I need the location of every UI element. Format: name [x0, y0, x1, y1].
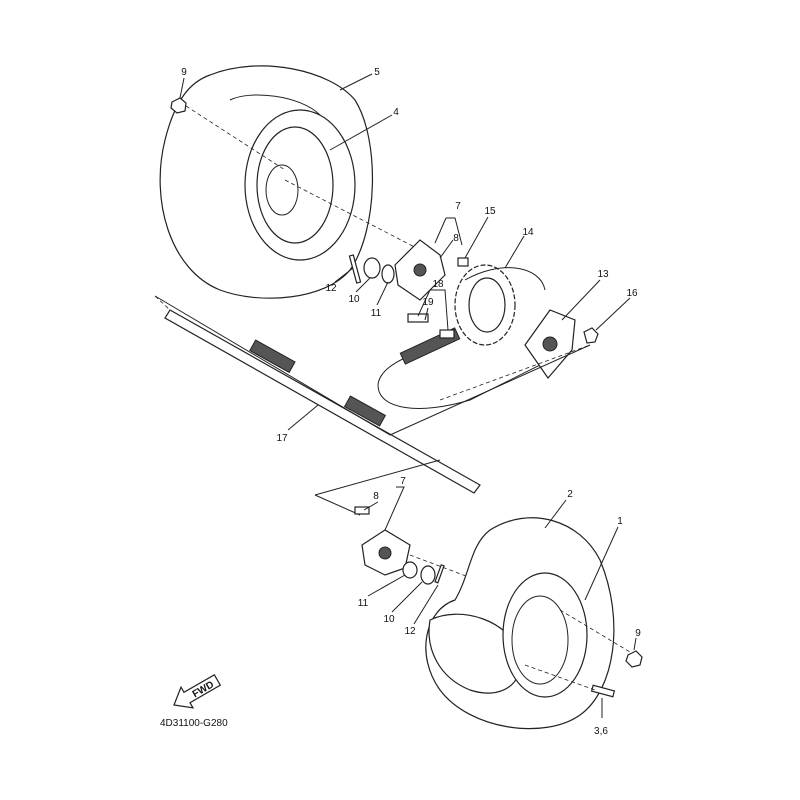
- callout-11: 11: [371, 308, 382, 319]
- callout-18: 18: [432, 279, 444, 290]
- chain-joint: [407, 313, 455, 339]
- wheel-stud: [590, 684, 616, 698]
- nut-16: [583, 327, 599, 344]
- cotter-pin-upper: [348, 254, 362, 284]
- rear-tire-lower: [425, 517, 615, 730]
- callout-15: 15: [484, 206, 496, 217]
- callout-13: 13: [597, 269, 609, 280]
- callout-19: 19: [422, 297, 434, 308]
- fwd-label: FWD: [191, 679, 216, 700]
- rear-axle: [164, 309, 481, 494]
- sprocket-hub: [524, 309, 576, 379]
- sprocket: [454, 264, 516, 346]
- rear-tire-upper: [159, 65, 373, 299]
- hub-upper: [394, 239, 446, 301]
- castle-nut-lower: [420, 565, 436, 585]
- callout-5: 5: [374, 67, 380, 78]
- callout-10-lower: 10: [383, 614, 395, 625]
- callout-17: 17: [276, 433, 288, 444]
- callout-8: 8: [453, 233, 459, 244]
- callout-11-lower: 11: [358, 598, 369, 609]
- callout-12: 12: [325, 283, 337, 294]
- cotter-pin-lower: [434, 564, 445, 584]
- callout-3-6: 3,6: [594, 726, 608, 737]
- diagram-code: 4D31100-G280: [160, 718, 228, 729]
- callouts: 9 5 4 7 8 15 14 13 16 12 10 11 18 19 17 …: [181, 67, 641, 737]
- wheel-nut-lower: [625, 650, 643, 668]
- callout-7-lower: 7: [400, 476, 406, 487]
- fwd-arrow-icon: FWD: [173, 673, 222, 709]
- callout-8-lower: 8: [373, 491, 379, 502]
- callout-16: 16: [626, 288, 638, 299]
- bolt-8-lower: [354, 506, 370, 515]
- washer-lower: [402, 561, 418, 579]
- bolt-15: [457, 257, 469, 267]
- callout-4: 4: [393, 107, 399, 118]
- callout-1: 1: [617, 516, 623, 527]
- castle-nut-upper: [363, 257, 381, 279]
- callout-14: 14: [522, 227, 534, 238]
- callout-10: 10: [348, 294, 360, 305]
- leader-lines: [179, 73, 637, 718]
- callout-12-lower: 12: [404, 626, 416, 637]
- callout-9-lower: 9: [635, 628, 641, 639]
- callout-2: 2: [567, 489, 573, 500]
- callout-9: 9: [181, 67, 187, 78]
- callout-7: 7: [455, 201, 461, 212]
- washer-upper: [381, 264, 395, 284]
